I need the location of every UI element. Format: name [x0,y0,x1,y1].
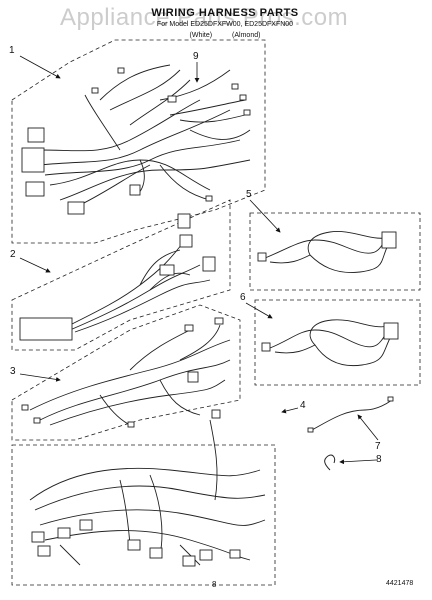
cord-6-connectors [261,322,399,352]
callout-1: 1 [9,45,15,56]
harness-1-outline [11,39,266,244]
callout-8: 8 [376,454,382,465]
harness-4-connectors [31,409,241,567]
harness-1 [39,64,251,206]
cord-5 [264,231,389,273]
color-almond-label: (Almond) [232,32,261,39]
callout-3: 3 [10,366,16,377]
callout-7: 7 [375,441,381,452]
harness-2-connectors [19,213,216,341]
callout-9: 9 [193,51,199,62]
harness-2 [69,239,211,333]
harness-2-outline [11,199,231,351]
callout-2: 2 [10,249,16,260]
harness-4 [29,419,266,566]
clip-8 [324,454,336,471]
harness-3-outline [11,304,241,441]
harness-3 [29,324,231,426]
watermark-text: Appliance Parts Pros.com [60,4,349,31]
cord-6-outline [254,299,421,386]
color-white-label: (White) [189,32,213,39]
callout-leaders [19,55,379,465]
page-number: 8 [212,580,217,589]
harness-1-connectors [21,67,251,215]
harness-4-outline [11,444,276,586]
diagram-color-variants: (White) (Almond) [120,30,330,41]
diagram-subtitle: For Model ED25DFXFW00, ED25DFXFN00 [156,21,294,28]
diagram-title: WIRING HARNESS PARTS [151,7,299,19]
document-number: 4421478 [386,580,414,587]
harness-3-connectors [21,317,224,428]
callout-4: 4 [300,400,306,411]
cord-5-outline [249,212,421,291]
callout-6: 6 [240,292,246,303]
wire-7 [307,396,394,433]
cord-6 [269,319,391,367]
diagram-title-block: WIRING HARNESS PARTS For Model ED25DFXFW… [120,8,330,41]
callout-5: 5 [246,189,252,200]
cord-5-connectors [257,231,397,262]
